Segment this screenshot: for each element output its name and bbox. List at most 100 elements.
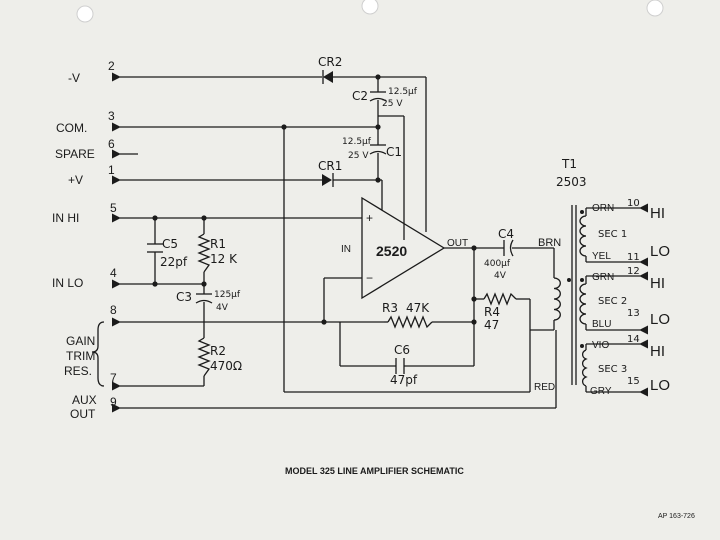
binder-holes xyxy=(76,0,664,23)
diode-cr2: CR2 xyxy=(318,55,342,84)
diode-cr1: CR1 xyxy=(318,159,342,187)
sec1-name: SEC 1 xyxy=(598,229,627,240)
r4-ref: R4 xyxy=(484,305,500,319)
pin-6: 6 xyxy=(108,137,115,151)
sec1-top-label: HI xyxy=(650,205,665,222)
label-com: COM. xyxy=(56,121,87,135)
gain-trim-line2: TRIM xyxy=(66,349,95,363)
terminal-labels: -V 2 COM. 3 SPARE 6 +V 1 IN HI 5 IN LO 4… xyxy=(52,59,117,421)
gain-trim-line1: GAIN xyxy=(66,334,95,348)
c2-volt: 25 V xyxy=(382,99,403,109)
capacitor-c4: C4 400µf 4V xyxy=(484,227,514,281)
sec2-top-label: HI xyxy=(650,275,665,292)
r3-ref: R3 xyxy=(382,301,398,315)
sec2-bot-label: LO xyxy=(650,311,670,328)
document-code: AP 163-726 xyxy=(658,513,695,520)
c2-value: 12.5µf xyxy=(388,87,418,97)
pin-7: 7 xyxy=(110,371,117,385)
c6-value: 47pf xyxy=(390,373,418,387)
sec1-bot-pin: 11 xyxy=(627,252,640,263)
secondary-leads xyxy=(585,203,649,397)
transformer-t1: T1 2503 BRN RED xyxy=(534,157,588,393)
sec3-top-pin: 14 xyxy=(627,334,640,345)
c1-volt: 25 V xyxy=(348,151,369,161)
wire-color-red: RED xyxy=(534,382,555,393)
sec1-top-pin: 10 xyxy=(627,198,640,209)
c5-value: 22pf xyxy=(160,255,188,269)
c3-ref: C3 xyxy=(176,290,192,304)
sec3-bot-label: LO xyxy=(650,377,670,394)
secondary-2: GRN 12 HI SEC 2 BLU 13 LO xyxy=(592,266,670,330)
c3-volt: 4V xyxy=(216,303,229,313)
c1-value: 12.5µf xyxy=(342,137,372,147)
pin-3: 3 xyxy=(108,109,115,123)
sec3-bot-pin: 15 xyxy=(627,376,640,387)
label-in-lo: IN LO xyxy=(52,276,83,290)
r3-value: 47K xyxy=(406,301,430,315)
pin-5: 5 xyxy=(110,201,117,215)
capacitor-c6: C6 47pf xyxy=(390,343,418,387)
sec2-name: SEC 2 xyxy=(598,296,627,307)
gain-trim-brace xyxy=(91,321,105,387)
sec2-bot-pin: 13 xyxy=(627,308,640,319)
sec1-top-color: ORN xyxy=(592,203,614,214)
c3-value: 125µf xyxy=(214,290,241,300)
sec3-bot-color: GRY xyxy=(590,386,612,397)
secondary-1: ORN 10 HI SEC 1 YEL 11 LO xyxy=(592,198,670,263)
c4-ref: C4 xyxy=(498,227,514,241)
capacitor-c1: 12.5µf 25 V C1 xyxy=(342,137,402,161)
cr1-ref: CR1 xyxy=(318,159,342,173)
r2-ref: R2 xyxy=(210,344,226,358)
sec3-name: SEC 3 xyxy=(598,364,627,375)
c4-value: 400µf xyxy=(484,259,511,269)
label-spare: SPARE xyxy=(55,147,95,161)
aux-label-line1: AUX xyxy=(72,393,97,407)
sec2-top-color: GRN xyxy=(592,272,614,283)
resistor-r3: R3 47K xyxy=(382,301,433,329)
r2-value: 470Ω xyxy=(210,359,242,373)
gain-trim-line3: RES. xyxy=(64,364,92,378)
r1-ref: R1 xyxy=(210,237,226,251)
pin-4: 4 xyxy=(110,266,117,280)
aux-label-line2: OUT xyxy=(70,407,96,421)
label-pos-v: +V xyxy=(68,173,83,187)
sec3-top-color: VIO xyxy=(592,340,609,351)
sec2-bot-color: BLU xyxy=(592,319,611,330)
pin-2: 2 xyxy=(108,59,115,73)
c5-ref: C5 xyxy=(162,237,178,251)
schematic-caption: MODEL 325 LINE AMPLIFIER SCHEMATIC xyxy=(285,466,464,476)
c4-volt: 4V xyxy=(494,271,507,281)
sec1-bot-label: LO xyxy=(650,243,670,260)
t1-model: 2503 xyxy=(556,175,587,189)
label-neg-v: -V xyxy=(68,71,80,85)
c1-ref: C1 xyxy=(386,145,402,159)
capacitor-c2: C2 12.5µf 25 V xyxy=(352,87,418,109)
pin-9: 9 xyxy=(110,395,117,409)
opamp-minus: − xyxy=(366,271,373,285)
resistor-r2: R2 470Ω xyxy=(197,337,242,377)
c6-ref: C6 xyxy=(394,343,410,357)
junction-dots xyxy=(152,74,477,325)
sec1-bot-color: YEL xyxy=(592,251,611,262)
resistor-r4: R4 47 xyxy=(483,292,517,332)
opamp-plus: + xyxy=(366,211,373,225)
opamp-out-label: OUT xyxy=(447,238,468,249)
capacitor-c3: C3 125µf 4V xyxy=(176,290,241,313)
wire-color-brn: BRN xyxy=(538,237,561,249)
secondary-3: VIO 14 HI SEC 3 GRY 15 LO xyxy=(590,334,670,397)
sec3-top-label: HI xyxy=(650,343,665,360)
pin-1: 1 xyxy=(108,163,115,177)
opamp-name: 2520 xyxy=(376,243,407,259)
t1-ref: T1 xyxy=(561,157,577,171)
sec2-top-pin: 12 xyxy=(627,266,640,277)
capacitor-c5: C5 22pf xyxy=(147,237,188,269)
r4-value: 47 xyxy=(484,318,499,332)
wires xyxy=(111,72,557,413)
c2-ref: C2 xyxy=(352,89,368,103)
opamp-in-label: IN xyxy=(341,244,351,255)
r1-value: 12 K xyxy=(210,252,238,266)
resistor-r1: R1 12 K xyxy=(197,233,238,273)
pin-8: 8 xyxy=(110,303,117,317)
label-in-hi: IN HI xyxy=(52,211,79,225)
